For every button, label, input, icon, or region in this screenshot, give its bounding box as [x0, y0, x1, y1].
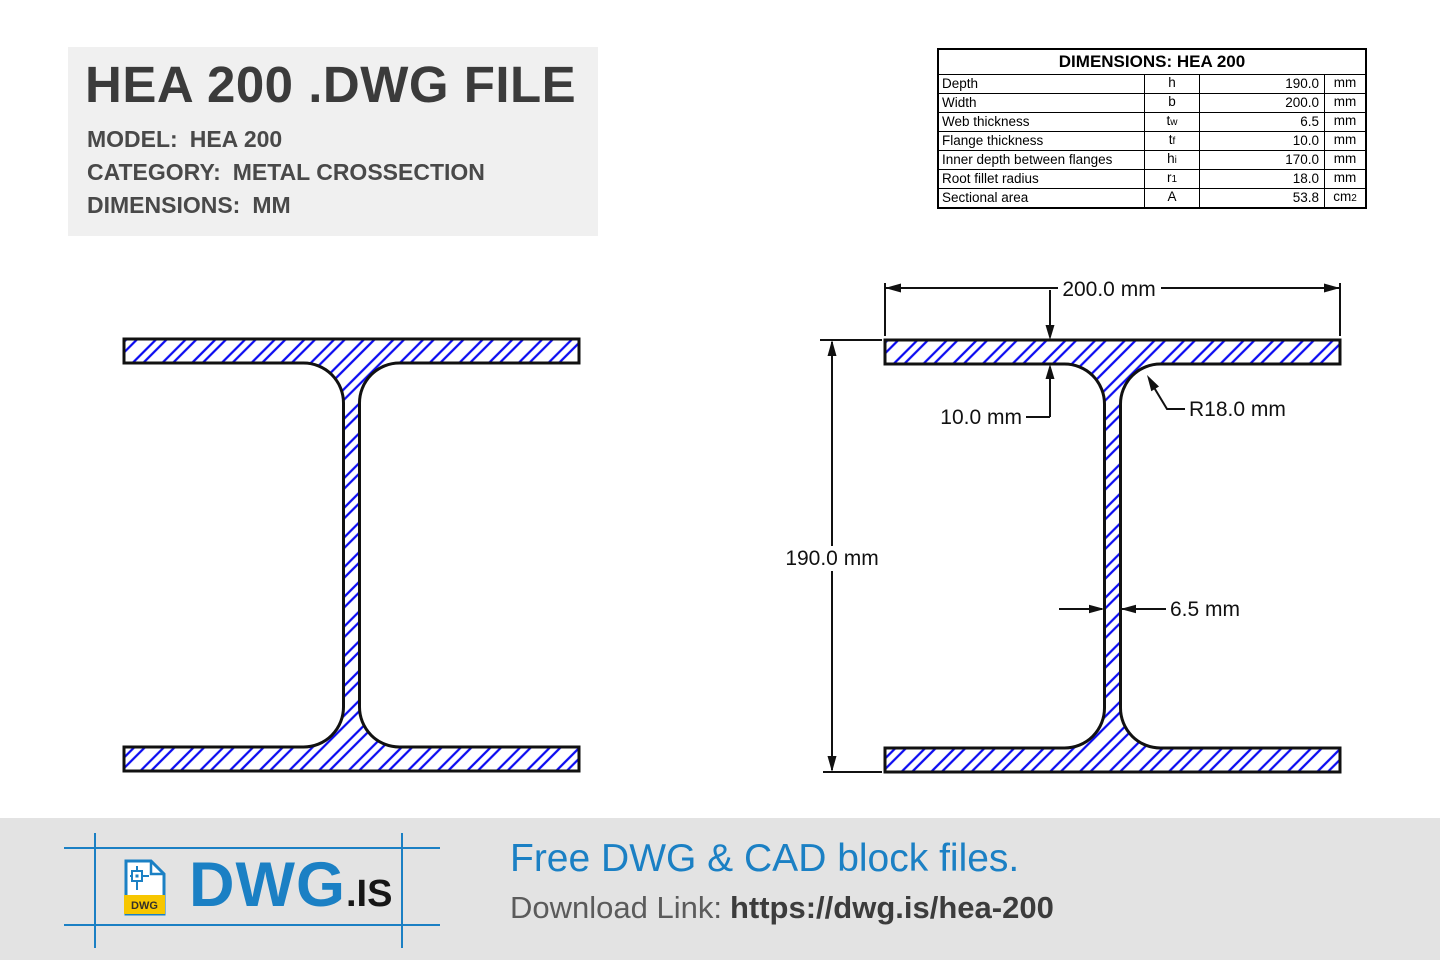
arrow-up-left-icon: [1147, 375, 1159, 392]
dim-height-label: 190.0 mm: [785, 547, 878, 570]
dimensions-value: MM: [252, 192, 291, 218]
arrow-down-icon: [827, 756, 837, 772]
table-row: Sectional area A 53.8 cm2: [937, 188, 1367, 209]
page-title: HEA 200 .DWG FILE: [85, 56, 577, 113]
row-unit: mm: [1324, 131, 1367, 151]
category-label: CATEGORY:: [87, 159, 221, 185]
row-unit: mm: [1324, 74, 1367, 94]
meta-dimensions: DIMENSIONS: MM: [87, 189, 598, 222]
table-row: Flange thickness tf 10.0 mm: [937, 131, 1367, 151]
dimensions-label: DIMENSIONS:: [87, 192, 241, 218]
row-value: 190.0: [1199, 74, 1325, 94]
row-label: Inner depth between flanges: [937, 150, 1145, 170]
row-unit: mm: [1324, 112, 1367, 132]
row-symbol: h: [1144, 74, 1200, 94]
arrow-down-icon: [1045, 325, 1055, 340]
row-label: Web thickness: [937, 112, 1145, 132]
dimensions-table-title: DIMENSIONS: HEA 200: [937, 48, 1367, 75]
meta-model: MODEL: HEA 200: [87, 123, 598, 156]
arrow-right-icon: [1089, 604, 1105, 614]
dim-web-label: 6.5 mm: [1170, 598, 1240, 621]
row-value: 18.0: [1199, 169, 1325, 189]
row-label: Sectional area: [937, 188, 1145, 209]
table-row: Depth h 190.0 mm: [937, 74, 1367, 94]
meta-category: CATEGORY: METAL CROSSECTION: [87, 156, 598, 189]
row-unit: cm2: [1324, 188, 1367, 209]
dim-width-mask: [1058, 276, 1161, 300]
row-value: 170.0: [1199, 150, 1325, 170]
row-unit: mm: [1324, 150, 1367, 170]
row-label: Root fillet radius: [937, 169, 1145, 189]
table-row: Root fillet radius r1 18.0 mm: [937, 169, 1367, 189]
dwg-logo-text: DWG.IS: [189, 854, 392, 917]
dim-width-label: 200.0 mm: [1062, 278, 1155, 301]
logo-dwg: DWG: [189, 850, 346, 920]
row-symbol: tw: [1144, 112, 1200, 132]
model-label: MODEL:: [87, 126, 178, 152]
title-card: HEA 200 .DWG FILE MODEL: HEA 200 CATEGORY…: [68, 47, 598, 236]
beam-outline: [122, 337, 581, 773]
beam-outline: [883, 338, 1342, 774]
download-label: Download Link:: [510, 890, 722, 925]
dwg-badge-label: DWG: [131, 900, 158, 912]
arrow-up-icon: [1045, 364, 1055, 379]
footer: DWG DWG.IS Free DWG & CAD block files. D…: [0, 818, 1440, 960]
beam-drawing-plain: [122, 337, 581, 773]
arrow-left-icon: [1120, 604, 1136, 614]
footer-download: Download Link:https://dwg.is/hea-200: [510, 890, 1054, 926]
row-value: 10.0: [1199, 131, 1325, 151]
row-symbol: b: [1144, 93, 1200, 113]
beam-drawing-dimensioned: 200.0 mm 10.0 mm R18.0 mm 190.0 mm: [783, 276, 1342, 774]
row-label: Width: [937, 93, 1145, 113]
crosshair-hline-bottom: [64, 924, 440, 926]
dim-height-mask: [783, 546, 881, 571]
dwg-badge: [124, 895, 165, 914]
footer-tagline: Free DWG & CAD block files.: [510, 837, 1020, 880]
crosshair-vline-right: [401, 833, 403, 948]
radius-leader-line: [1148, 379, 1185, 410]
arrow-left-icon: [885, 283, 901, 293]
row-symbol: hi: [1144, 150, 1200, 170]
row-value: 6.5: [1199, 112, 1325, 132]
table-row: Width b 200.0 mm: [937, 93, 1367, 113]
dim-radius-label: R18.0 mm: [1189, 398, 1286, 421]
crosshair-hline-top: [64, 847, 440, 849]
category-value: METAL CROSSECTION: [232, 159, 485, 185]
table-row: Web thickness tw 6.5 mm: [937, 112, 1367, 132]
logo-is: .IS: [345, 873, 393, 915]
arrow-right-icon: [1324, 283, 1340, 293]
row-unit: mm: [1324, 169, 1367, 189]
download-url[interactable]: https://dwg.is/hea-200: [729, 890, 1054, 925]
model-value: HEA 200: [189, 126, 283, 152]
row-symbol: tf: [1144, 131, 1200, 151]
row-value: 200.0: [1199, 93, 1325, 113]
row-value: 53.8: [1199, 188, 1325, 209]
crosshair-vline-left: [94, 833, 96, 948]
dwg-logo: DWG DWG.IS: [122, 854, 392, 917]
row-symbol: r1: [1144, 169, 1200, 189]
table-row: Inner depth between flanges hi 170.0 mm: [937, 150, 1367, 170]
dim-flange-label: 10.0 mm: [940, 406, 1022, 429]
dimensions-table: DIMENSIONS: HEA 200 Depth h 190.0 mm Wid…: [937, 48, 1367, 209]
row-unit: mm: [1324, 93, 1367, 113]
dwg-file-icon: DWG: [124, 859, 166, 916]
row-label: Flange thickness: [937, 131, 1145, 151]
row-label: Depth: [937, 74, 1145, 94]
row-symbol: A: [1144, 188, 1200, 209]
arrow-up-icon: [827, 340, 837, 356]
